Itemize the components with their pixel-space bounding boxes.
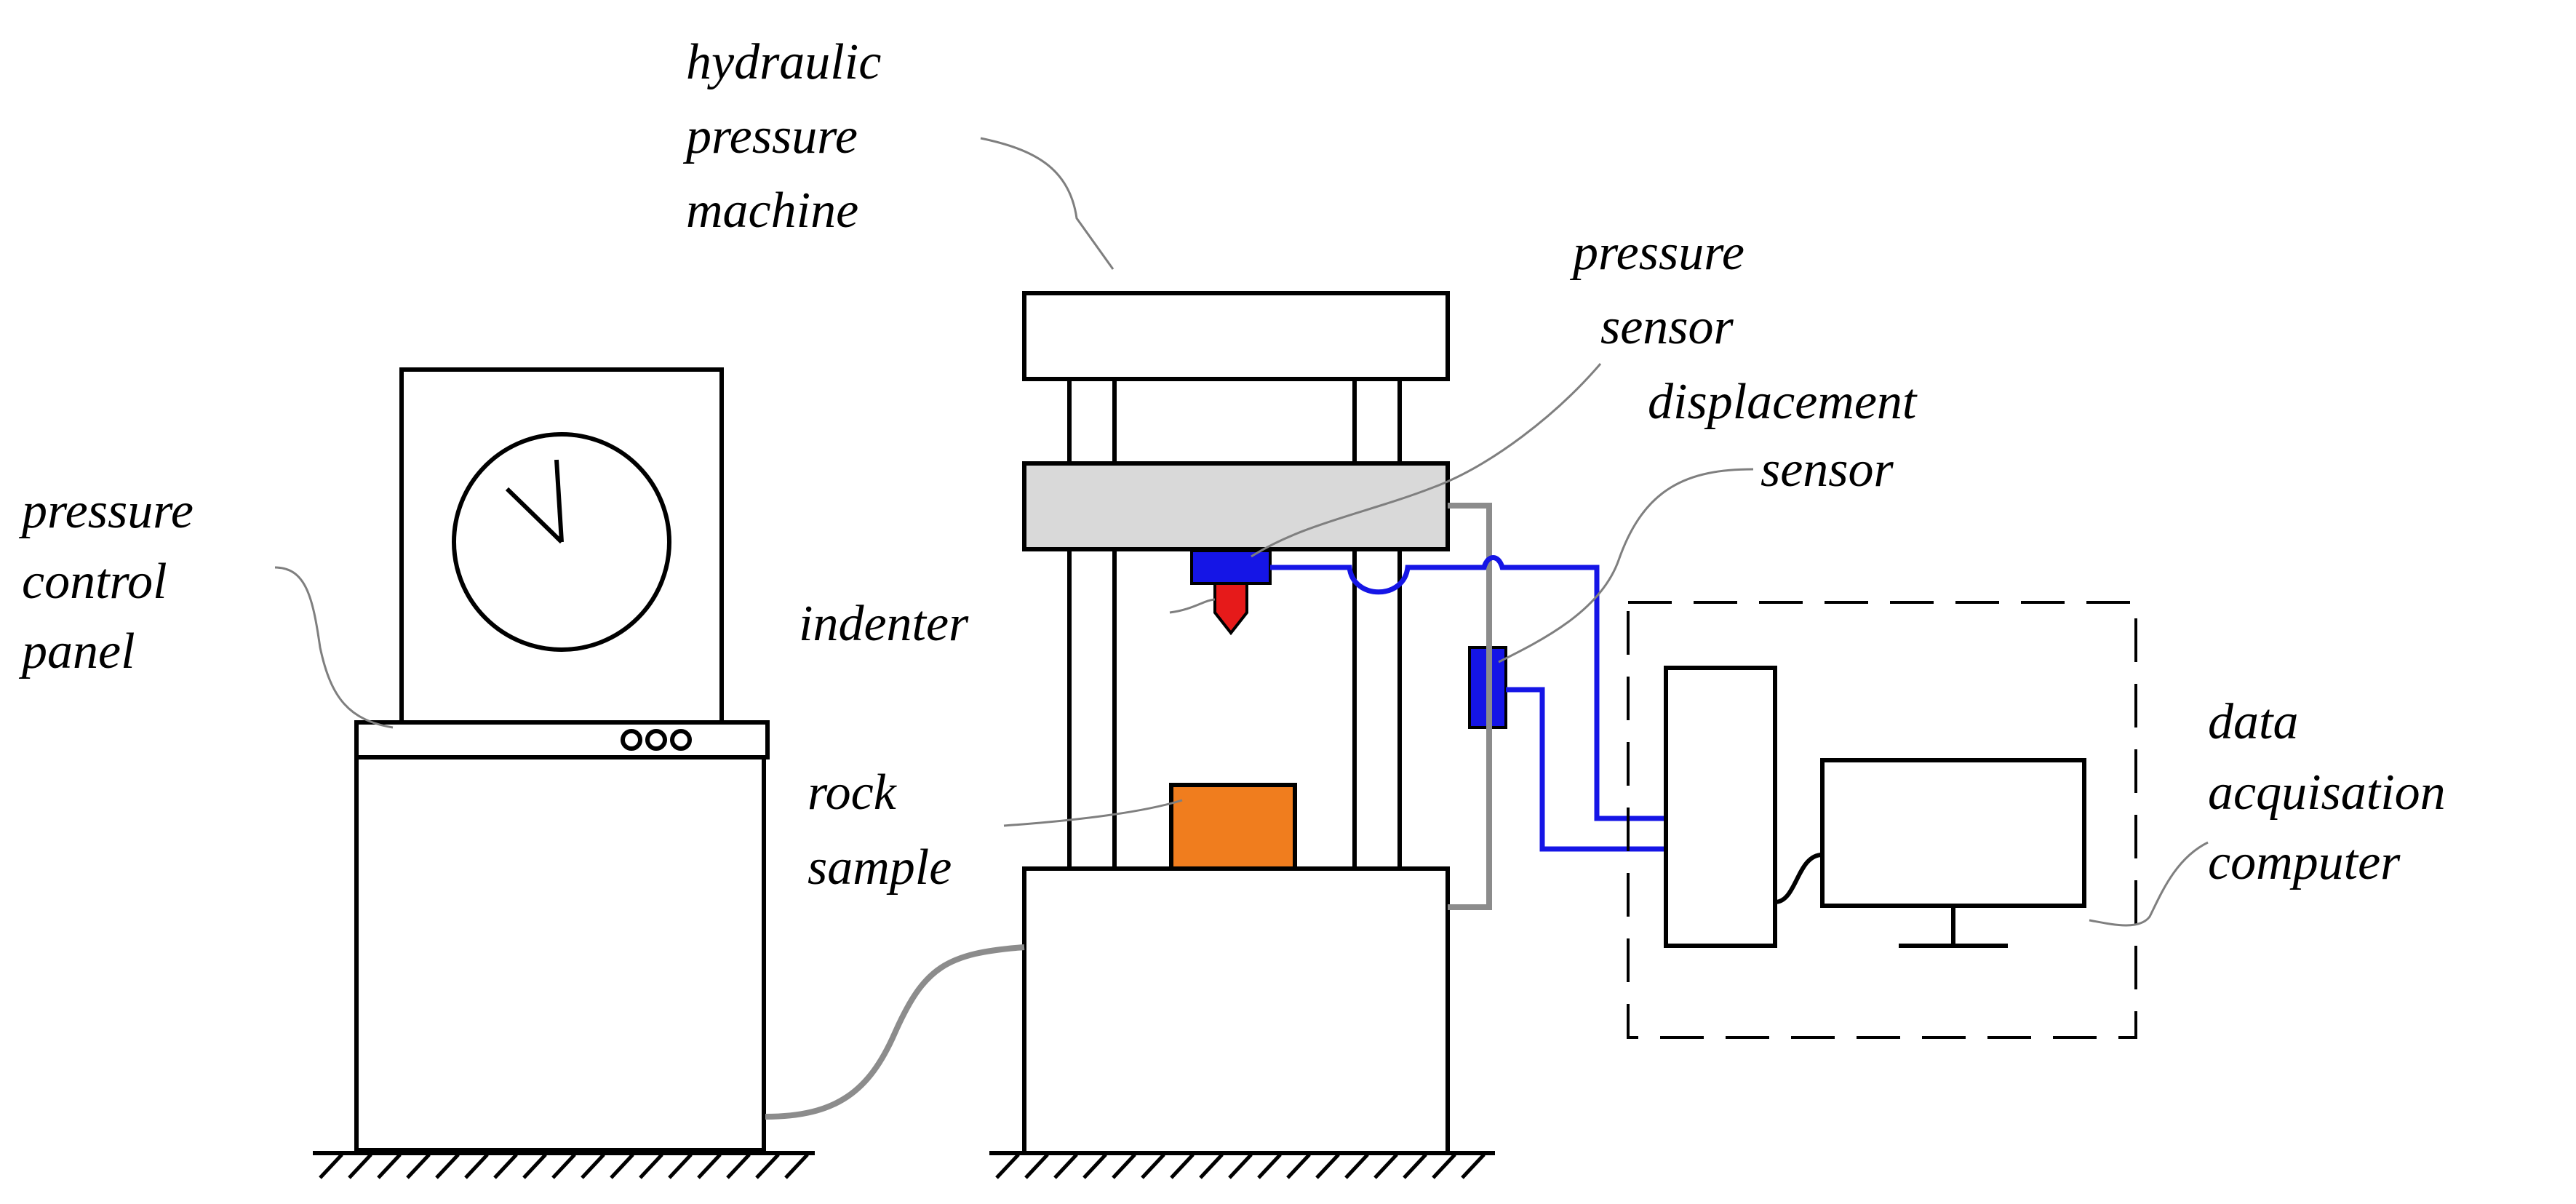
displacement-sensor-cable (1506, 687, 1666, 852)
ground-hatch-stroke (551, 1153, 576, 1179)
label-indenter: indenter (799, 596, 969, 652)
leader-displacement-sensor (1498, 468, 1754, 663)
leader-computer (2089, 841, 2209, 927)
rock-sample-block (1169, 783, 1297, 871)
ground-hatch-stroke (1053, 1153, 1078, 1179)
ground-hatch-stroke (639, 1153, 663, 1179)
machine-column-right-outer (1352, 377, 1402, 871)
leader-hydraulic-machine (980, 137, 1114, 270)
machine-column-left-outer (1067, 377, 1117, 871)
ground-hatch-stroke (755, 1153, 780, 1179)
ground-hatch-stroke (1344, 1153, 1369, 1179)
control-knob-2 (645, 729, 667, 751)
pressure-sensor-cable (1270, 555, 1666, 821)
label-computer: data acquisation computer (2208, 694, 2458, 890)
tower-monitor-cable (1774, 853, 1823, 904)
ground-hatch-stroke (1403, 1153, 1427, 1179)
leader-lines (274, 137, 2209, 927)
indenter-tip (1213, 582, 1248, 636)
dial-housing (399, 367, 724, 725)
ground-hatch-stroke (581, 1153, 605, 1179)
machine-base (1022, 866, 1450, 1155)
loading-platen (1022, 461, 1450, 551)
leader-control-panel (274, 566, 394, 729)
pressure-sensor-block (1190, 549, 1272, 585)
displacement-rod-cable (1448, 503, 1492, 910)
ground-hatch-stroke (348, 1153, 372, 1179)
ground-hatch-stroke (1228, 1153, 1253, 1179)
ground-hatch-stroke (1315, 1153, 1340, 1179)
cables (765, 503, 1666, 1120)
label-hydraulic-machine: hydraulic pressure machine (682, 34, 894, 239)
label-control-panel: pressure control panel (18, 483, 206, 679)
ground-hatch-stroke (1170, 1153, 1195, 1179)
leader-rock-sample (1003, 799, 1183, 827)
gauge-needle-long (505, 487, 564, 544)
control-knob-3 (670, 729, 692, 751)
control-knob-1 (621, 729, 642, 751)
data-acquisition-computer (1627, 601, 2137, 1039)
label-displacement-sensor: displacement sensor (1648, 374, 1929, 498)
pressure-gauge-dial (452, 432, 671, 652)
leader-pressure-sensor (1251, 363, 1602, 558)
ground-hatch-stroke (1257, 1153, 1282, 1179)
ground-hatch-stroke (406, 1153, 431, 1179)
ground-hatch-stroke (1432, 1153, 1456, 1179)
pressure-control-panel (313, 367, 815, 1179)
ground-hatch-stroke (464, 1153, 489, 1179)
ground-hatch-stroke (995, 1153, 1020, 1179)
ground-hatch-stroke (522, 1153, 547, 1179)
computer-tower (1664, 666, 1777, 948)
computer-monitor (1820, 758, 2086, 908)
hydraulic-pressure-machine (989, 291, 1507, 1179)
ground-hatch-stroke (1373, 1153, 1398, 1179)
ground-hatch-stroke (1082, 1153, 1107, 1179)
ground-hatch-stroke (1461, 1153, 1486, 1179)
ground-hatch-stroke (697, 1153, 722, 1179)
control-cabinet-ground-hatch (319, 1153, 809, 1179)
control-console-strip (354, 720, 770, 760)
leader-indenter (1169, 598, 1216, 614)
ground-hatch-stroke (377, 1153, 402, 1179)
ground-hatch-stroke (1024, 1153, 1049, 1179)
gauge-needle-short (554, 459, 564, 543)
ground-hatch-stroke (1286, 1153, 1311, 1179)
ground-hatch-stroke (493, 1153, 518, 1179)
machine-top-crossbeam (1022, 291, 1450, 381)
ground-hatch-stroke (784, 1153, 809, 1179)
control-cabinet (354, 755, 766, 1152)
ground-hatch-stroke (1199, 1153, 1224, 1179)
label-rock-sample: rock sample (808, 765, 952, 896)
ground-hatch-stroke (668, 1153, 693, 1179)
label-pressure-sensor: pressure sensor (1569, 225, 1757, 355)
machine-ground-hatch (995, 1153, 1486, 1179)
ground-hatch-stroke (726, 1153, 751, 1179)
ground-hatch-stroke (319, 1153, 343, 1179)
ground-hatch-stroke (610, 1153, 634, 1179)
ground-hatch-stroke (1141, 1153, 1165, 1179)
ground-hatch-stroke (1112, 1153, 1136, 1179)
hydraulic-hose (765, 944, 1025, 1120)
ground-hatch-stroke (435, 1153, 460, 1179)
computer-dashed-boundary (1627, 601, 2137, 1039)
